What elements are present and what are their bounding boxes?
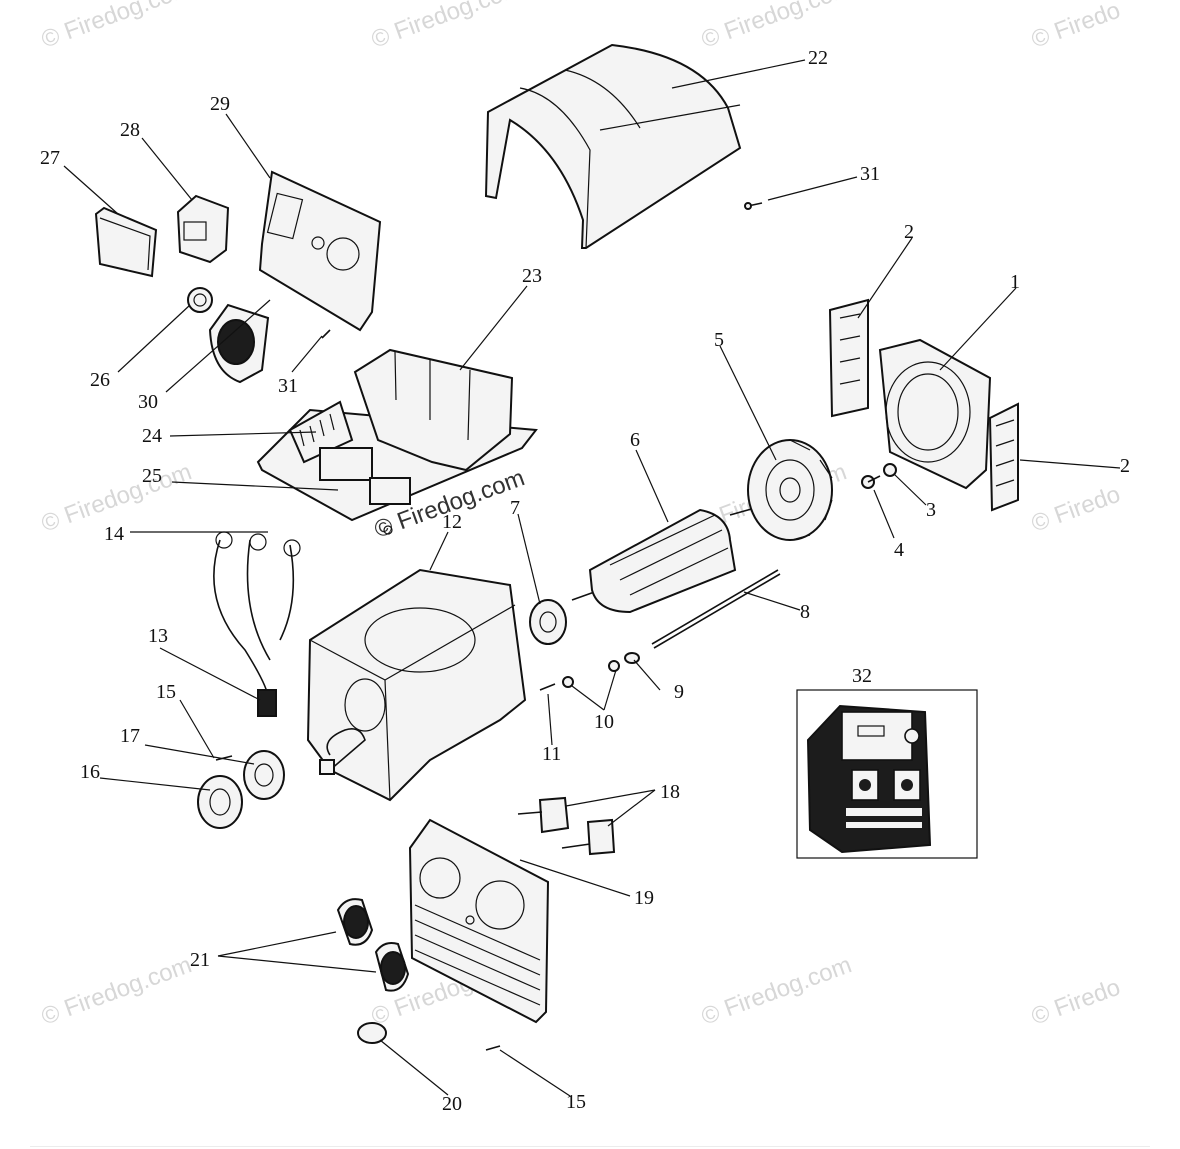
watermark: © Firedo xyxy=(1028,974,1124,1031)
callout-9: 9 xyxy=(674,681,684,703)
callout-29: 29 xyxy=(210,93,230,115)
callout-8: 8 xyxy=(800,601,810,623)
callout-32: 32 xyxy=(852,665,872,687)
leader-lines xyxy=(63,59,1121,1097)
callout-13: 13 xyxy=(148,625,168,647)
callout-11: 11 xyxy=(542,743,561,765)
callout-21: 21 xyxy=(190,949,210,971)
part-12-stator-housing xyxy=(306,568,527,802)
callout-5: 5 xyxy=(714,329,724,351)
callout-20: 20 xyxy=(442,1093,462,1115)
callout-31: 31 xyxy=(860,163,880,185)
watermark: © Firedog.com xyxy=(38,0,195,54)
part-11-bolt xyxy=(539,683,556,691)
part-15-screw-b xyxy=(485,1045,501,1051)
callout-numbers: 1 2 2 3 4 5 6 7 8 9 10 11 12 13 14 15 15… xyxy=(40,47,1130,1115)
part-21-outlet-b xyxy=(374,942,410,992)
callout-26: 26 xyxy=(90,369,110,391)
callout-14: 14 xyxy=(104,523,124,545)
part-15-screw xyxy=(215,755,233,761)
callout-12: 12 xyxy=(442,511,462,533)
callout-4: 4 xyxy=(894,539,904,561)
part-7-bearing xyxy=(529,599,567,645)
callout-15: 15 xyxy=(156,681,176,703)
part-10-nut xyxy=(562,660,620,688)
callout-15: 15 xyxy=(566,1091,586,1113)
part-13-14-wiring-harness xyxy=(213,531,301,717)
part-20-cap xyxy=(357,1022,387,1044)
part-4-screw xyxy=(861,475,881,489)
part-30-socket xyxy=(208,303,270,384)
callout-30: 30 xyxy=(138,391,158,413)
callout-31: 31 xyxy=(278,375,298,397)
part-3-washer xyxy=(883,463,897,477)
callout-7: 7 xyxy=(510,497,520,519)
part-28-breaker xyxy=(176,194,230,264)
callout-25: 25 xyxy=(142,465,162,487)
callout-2: 2 xyxy=(1120,455,1130,477)
callout-2: 2 xyxy=(904,221,914,243)
part-9-washer xyxy=(624,652,640,664)
part-5-fan xyxy=(747,439,833,541)
part-32-assembly-inset xyxy=(796,689,978,859)
part-16-pulley xyxy=(197,775,243,829)
callout-19: 19 xyxy=(634,887,654,909)
part-18-switch-a xyxy=(517,796,570,834)
part-2-gasket-b xyxy=(988,402,1019,512)
part-23-25-control-board xyxy=(256,348,538,535)
callout-17: 17 xyxy=(120,725,140,747)
part-27-meter xyxy=(94,206,158,278)
part-18-switch-b xyxy=(561,818,616,856)
callout-22: 22 xyxy=(808,47,828,69)
part-31-screw-b xyxy=(321,329,331,339)
watermark: © Firedo xyxy=(1028,0,1124,54)
callout-16: 16 xyxy=(80,761,100,783)
callout-28: 28 xyxy=(120,119,140,141)
watermark: © Firedo xyxy=(1028,481,1124,538)
watermark: © Firedog.com xyxy=(368,0,525,54)
callout-27: 27 xyxy=(40,147,60,169)
callout-6: 6 xyxy=(630,429,640,451)
part-21-outlet-a xyxy=(336,898,374,946)
callout-18: 18 xyxy=(660,781,680,803)
callout-10: 10 xyxy=(594,711,614,733)
part-2-gasket-a xyxy=(828,298,869,418)
part-1-end-housing xyxy=(878,338,992,490)
part-31-screw-a xyxy=(744,202,763,210)
callout-1: 1 xyxy=(1010,271,1020,293)
callout-3: 3 xyxy=(926,499,936,521)
callout-23: 23 xyxy=(522,265,542,287)
part-17-bearing xyxy=(243,750,285,800)
watermark: © Firedog.com xyxy=(38,951,195,1030)
part-26-grommet xyxy=(187,287,213,313)
part-6-rotor xyxy=(571,507,756,614)
part-19-front-panel xyxy=(408,818,550,1024)
part-22-top-cover xyxy=(484,43,742,249)
part-8-tie-rod xyxy=(651,569,781,649)
watermark: © Firedog.com xyxy=(698,951,855,1030)
callout-24: 24 xyxy=(142,425,162,447)
watermark: © Firedog.com xyxy=(698,0,855,54)
bottom-divider xyxy=(30,1146,1150,1147)
part-29-panel xyxy=(258,170,382,332)
